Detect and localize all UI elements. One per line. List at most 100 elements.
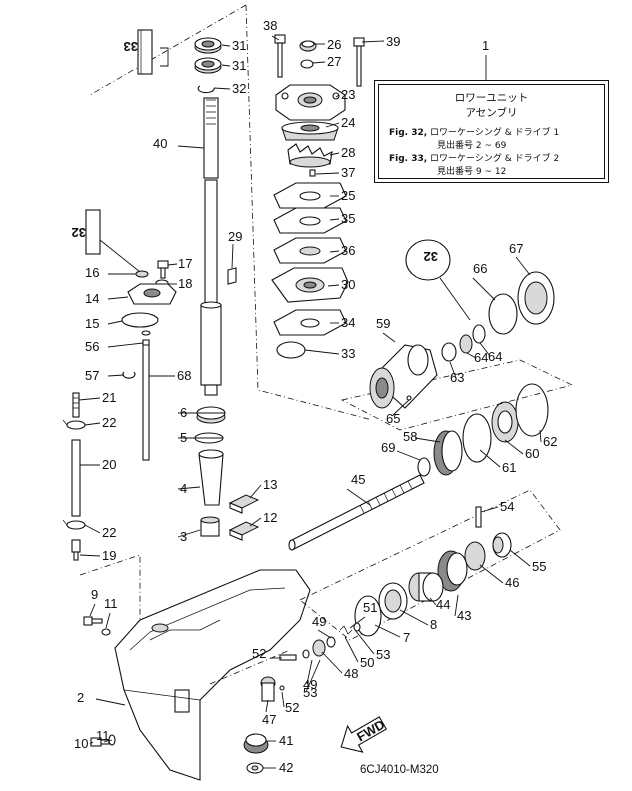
clip — [122, 371, 136, 379]
forward-direction-arrow: FWD — [340, 716, 387, 753]
callout-number: 35 — [341, 211, 355, 226]
fig-range: 見出番号 9 ~ 12 — [437, 167, 507, 177]
pin — [279, 685, 285, 691]
info-line: Fig. 33, ロワーケーシング & ドライブ 2 — [389, 151, 559, 164]
shim — [354, 595, 382, 637]
needle-bearing — [200, 516, 220, 537]
shift-cam — [279, 654, 297, 661]
callout-number: 4 — [180, 481, 187, 496]
callout-leader — [344, 636, 359, 663]
leader-line — [439, 277, 471, 321]
callout-number: 11 — [96, 728, 110, 743]
leader-line — [99, 239, 141, 273]
callout-number: 22 — [102, 415, 116, 430]
drawing-code: 6CJ4010-M320 — [360, 764, 439, 776]
callout-leader — [312, 61, 326, 64]
pump-insert — [281, 121, 339, 141]
callout-number: 62 — [543, 434, 557, 449]
shift-rod — [142, 339, 150, 461]
callout-leader — [221, 64, 231, 67]
callout-leader — [479, 564, 504, 584]
sleeve — [260, 676, 276, 702]
callout-number: 50 — [360, 655, 374, 670]
callout-leader — [304, 349, 340, 355]
callout-leader — [472, 277, 496, 301]
callout-number: 17 — [178, 256, 192, 271]
callout-leader — [107, 296, 129, 300]
callout-leader — [399, 609, 429, 626]
callout-number: 37 — [341, 165, 355, 180]
callout-leader — [479, 449, 501, 468]
screw — [83, 616, 103, 626]
callout-number: 68 — [177, 368, 191, 383]
stud-bolt — [72, 392, 80, 418]
forward-gear — [437, 550, 468, 592]
info-title-line2: アセンブリ — [465, 107, 518, 119]
callout-leader — [84, 524, 101, 534]
callout-leader — [89, 741, 94, 745]
callout-leader — [346, 488, 371, 506]
special-tool-mark: 33 — [124, 29, 153, 75]
callout-number: 15 — [85, 316, 99, 331]
spring — [339, 625, 353, 635]
o-ring — [141, 330, 151, 336]
callout-leader — [325, 122, 340, 128]
info-title-line1: ロワーユニット — [454, 92, 529, 104]
callout-number: 26 — [327, 37, 341, 52]
dog-clutch — [464, 541, 486, 571]
o-ring — [515, 383, 549, 437]
callout-number: 41 — [279, 733, 293, 748]
info-line: 見出番号 9 ~ 12 — [437, 164, 506, 177]
callout-number: 63 — [450, 370, 464, 385]
outer-plate-cartridge — [273, 207, 347, 234]
callout-number: 46 — [505, 575, 519, 590]
callout-number: 53 — [303, 685, 317, 700]
bearing — [517, 271, 555, 325]
callout-leader — [480, 506, 499, 513]
callout-leader — [177, 486, 201, 490]
callout-leader — [449, 361, 457, 379]
callout-number: 67 — [509, 241, 523, 256]
callout-number: 25 — [341, 188, 355, 203]
callout-number: 33 — [341, 346, 355, 361]
fig-range: 見出番号 2 ~ 69 — [437, 141, 507, 151]
bearing-housing — [369, 344, 438, 409]
callout-number: 12 — [263, 510, 277, 525]
callout-leader — [479, 342, 491, 357]
water-tube — [71, 439, 81, 517]
callout-leader — [78, 397, 101, 401]
o-ring — [121, 312, 159, 328]
callout-number: 29 — [228, 229, 242, 244]
callout-number: 16 — [85, 265, 99, 280]
callout-number: 22 — [102, 525, 116, 540]
callout-number: 49 — [303, 677, 317, 692]
dowel-pin — [227, 267, 237, 285]
callout-number: 39 — [386, 34, 400, 49]
callout-leader — [105, 612, 111, 629]
frame-line — [79, 554, 141, 640]
callout-number: 8 — [430, 617, 437, 632]
callout-leader — [249, 517, 262, 527]
plate — [228, 494, 260, 514]
fig-ref: Fig. 32, — [389, 128, 428, 138]
o-ring — [276, 341, 306, 359]
callout-number: 34 — [341, 315, 355, 330]
water-pump-housing-body — [271, 267, 349, 303]
callout-number: 53 — [376, 647, 390, 662]
info-box: ロワーユニット アセンブリ Fig. 32, ロワーケーシング & ドライブ 1… — [374, 80, 609, 183]
pin — [406, 395, 412, 401]
callout-leader — [361, 40, 385, 43]
callout-number: 21 — [102, 390, 116, 405]
washer — [101, 628, 111, 636]
callout-number: 30 — [341, 277, 355, 292]
callout-leader — [79, 554, 101, 557]
callout-leader — [414, 437, 441, 443]
circlip — [197, 85, 215, 94]
info-line: Fig. 32, ロワーケーシング & ドライブ 1 — [389, 125, 559, 138]
washer — [417, 457, 431, 477]
oil-seal — [472, 324, 486, 344]
circlip — [488, 293, 518, 335]
callout-leader — [349, 616, 366, 629]
grommet — [299, 40, 317, 52]
callout-number: 45 — [351, 472, 365, 487]
